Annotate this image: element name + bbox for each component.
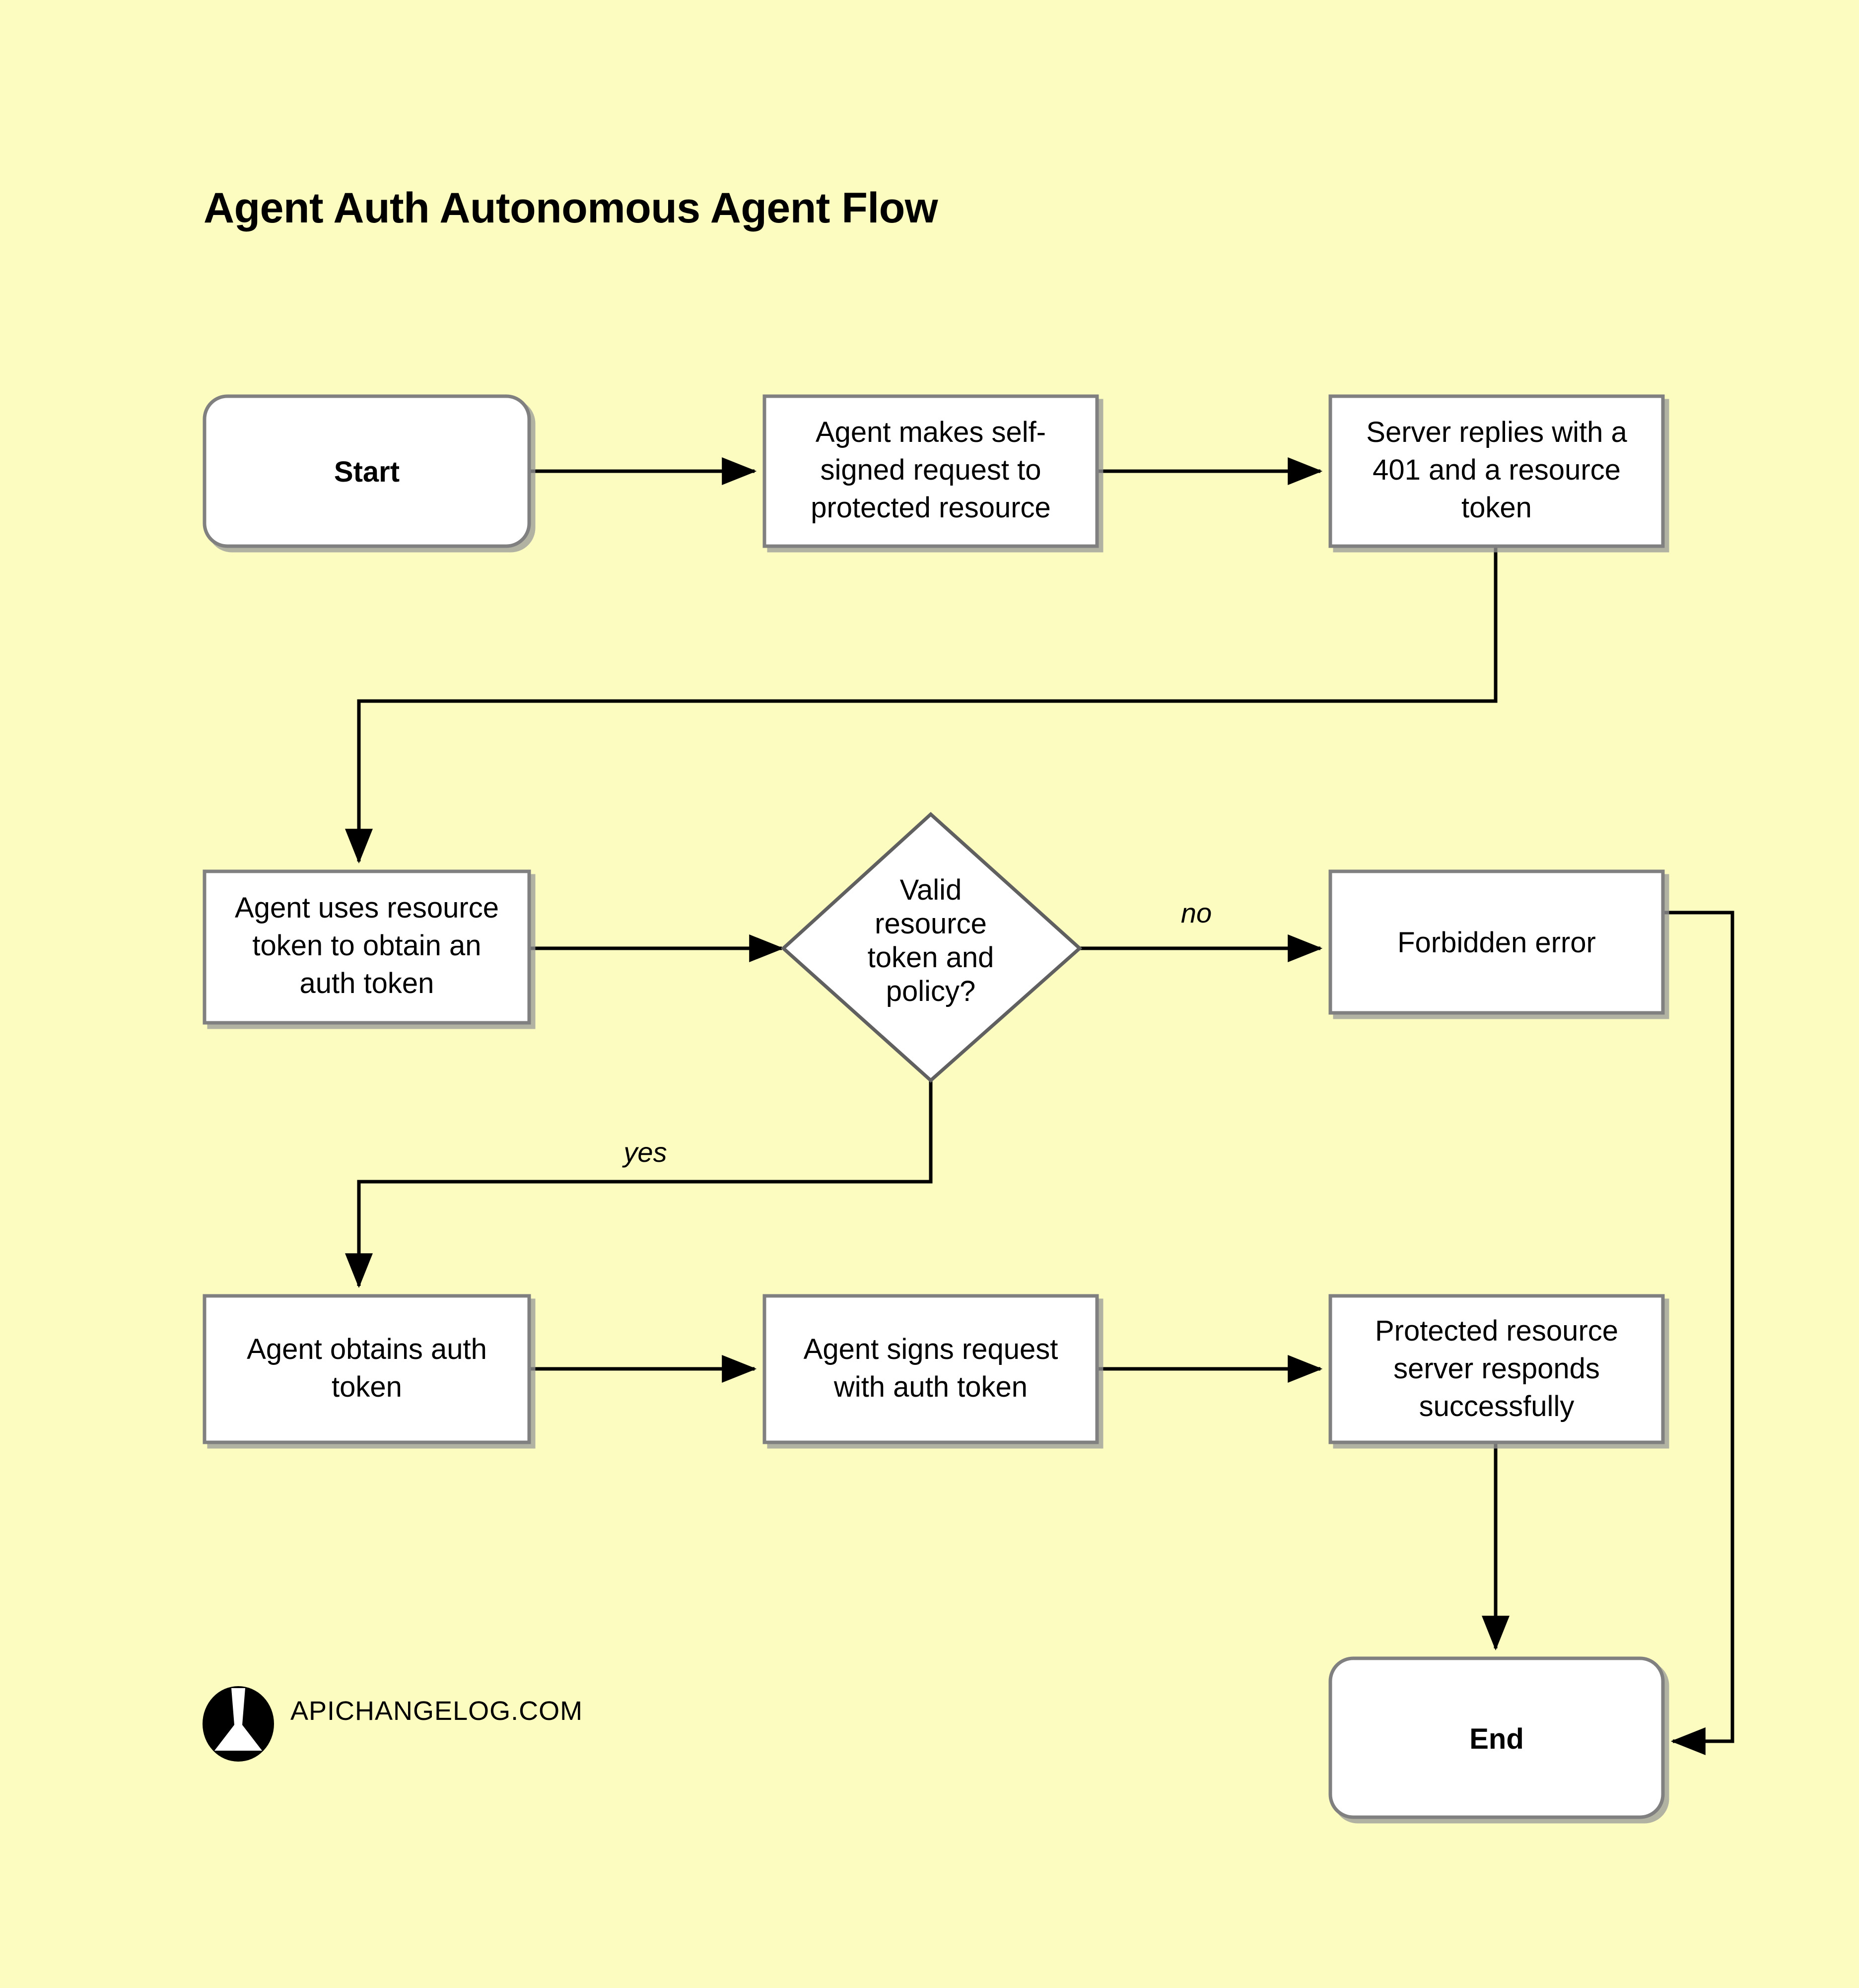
node-decision-line2: resource <box>875 908 987 940</box>
node-obtain-auth-token-line1: Agent obtains auth <box>247 1333 487 1365</box>
node-reply401-line3: token <box>1461 492 1532 524</box>
node-request-line1: Agent makes self- <box>816 416 1046 448</box>
node-sign-request-line2: with auth token <box>833 1371 1028 1403</box>
node-reply401[interactable]: Server replies with a 401 and a resource… <box>1328 394 1665 548</box>
node-request-line2: signed request to <box>821 454 1041 486</box>
node-sign-request-shape[interactable] <box>762 1294 1099 1444</box>
node-success[interactable]: Protected resource server responds succe… <box>1328 1294 1665 1444</box>
edge-label-yes: yes <box>621 1136 667 1168</box>
node-success-line2: server responds <box>1393 1352 1600 1385</box>
brand-label: APICHANGELOG.COM <box>290 1696 583 1726</box>
node-decision-line4: policy? <box>886 975 976 1007</box>
page-title: Agent Auth Autonomous Agent Flow <box>204 184 938 232</box>
node-obtain-auth-token[interactable]: Agent obtains auth token <box>203 1294 531 1444</box>
node-request-line3: protected resource <box>811 492 1051 524</box>
node-decision-line1: Valid <box>900 874 962 906</box>
node-end-label: End <box>1469 1723 1524 1755</box>
node-forbidden-error[interactable]: Forbidden error <box>1328 869 1665 1015</box>
node-end[interactable]: End <box>1328 1656 1665 1819</box>
node-request[interactable]: Agent makes self- signed request to prot… <box>762 394 1099 548</box>
node-use-resource-token-shape[interactable] <box>203 869 531 1025</box>
node-obtain-auth-token-line2: token <box>332 1371 402 1403</box>
node-sign-request[interactable]: Agent signs request with auth token <box>762 1294 1099 1444</box>
node-use-resource-token-line1: Agent uses resource <box>235 892 499 924</box>
node-decision-line3: token and <box>868 941 994 974</box>
node-reply401-line2: 401 and a resource <box>1373 454 1621 486</box>
node-use-resource-token-line2: token to obtain an <box>252 929 481 962</box>
edge-label-no: no <box>1181 897 1212 928</box>
node-reply401-shape[interactable] <box>1328 394 1665 548</box>
node-decision-shape[interactable] <box>780 812 1083 1083</box>
node-start[interactable]: Start <box>203 394 531 548</box>
edge-reply-to-use-token <box>345 546 1498 864</box>
node-end-shape[interactable] <box>1328 1656 1665 1819</box>
node-success-line3: successfully <box>1419 1390 1575 1422</box>
node-start-label: Start <box>334 456 400 488</box>
node-decision[interactable]: Valid resource token and policy? <box>780 812 1083 1083</box>
node-sign-request-line1: Agent signs request <box>804 1333 1058 1365</box>
node-forbidden-error-label: Forbidden error <box>1397 926 1596 959</box>
apichangelog-logo-icon <box>199 1684 278 1764</box>
node-use-resource-token[interactable]: Agent uses resource token to obtain an a… <box>203 869 531 1025</box>
node-success-line1: Protected resource <box>1375 1315 1618 1347</box>
node-request-shape[interactable] <box>762 394 1099 548</box>
node-use-resource-token-line3: auth token <box>300 967 434 999</box>
edge-decision-yes <box>345 1075 933 1288</box>
node-obtain-auth-token-shape[interactable] <box>203 1294 531 1444</box>
node-success-shape[interactable] <box>1328 1294 1665 1444</box>
node-reply401-line1: Server replies with a <box>1366 416 1627 448</box>
node-start-shape[interactable] <box>203 394 531 548</box>
node-forbidden-error-shape[interactable] <box>1328 869 1665 1015</box>
edge-forbidden-to-end <box>1663 911 1734 1755</box>
